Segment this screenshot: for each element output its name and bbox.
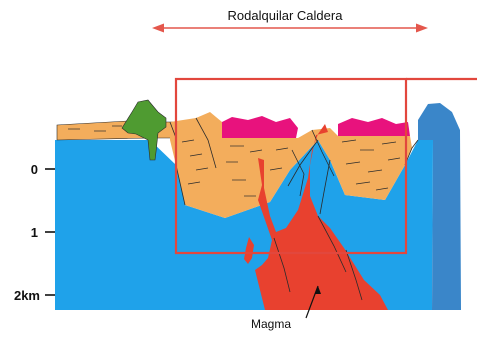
caldera-title: Rodalquilar Caldera <box>228 8 344 23</box>
magenta-cap-right <box>338 118 410 136</box>
caldera-extent-arrow <box>152 24 428 33</box>
depth-label-2: 2km <box>14 288 40 303</box>
depth-label-1: 1 <box>31 225 38 240</box>
magma-label: Magma <box>251 317 291 331</box>
magenta-cap <box>222 116 298 138</box>
depth-axis: 0 1 2km <box>14 162 55 303</box>
depth-label-0: 0 <box>31 162 38 177</box>
